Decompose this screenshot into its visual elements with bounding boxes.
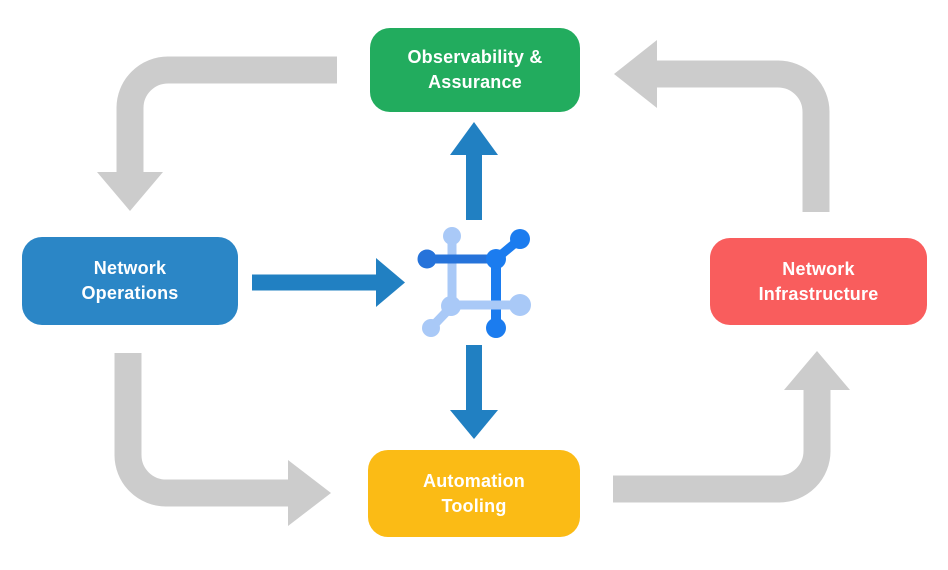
node-automation-tooling: Automation Tooling <box>368 450 580 537</box>
node-automation-label: Automation Tooling <box>423 470 525 516</box>
arrow-infrastructure-to-observability <box>614 40 830 212</box>
arrow-operations-to-automation <box>114 353 331 526</box>
node-network-infrastructure: Network Infrastructure <box>710 238 927 325</box>
arrow-center-to-automation <box>450 345 498 439</box>
arrow-operations-to-center <box>252 258 405 307</box>
node-operations-label: Network Operations <box>81 258 179 303</box>
node-observability-label: Observability & Assurance <box>407 47 543 92</box>
node-infrastructure-label: Network Infrastructure <box>758 258 879 304</box>
arrow-automation-to-infrastructure <box>613 351 850 503</box>
network-automation-icon <box>417 227 531 338</box>
node-network-operations: Network Operations <box>22 237 238 325</box>
arrow-center-to-observability <box>450 122 498 220</box>
arrow-observability-to-operations <box>97 56 337 211</box>
node-observability-assurance: Observability & Assurance <box>370 28 580 112</box>
